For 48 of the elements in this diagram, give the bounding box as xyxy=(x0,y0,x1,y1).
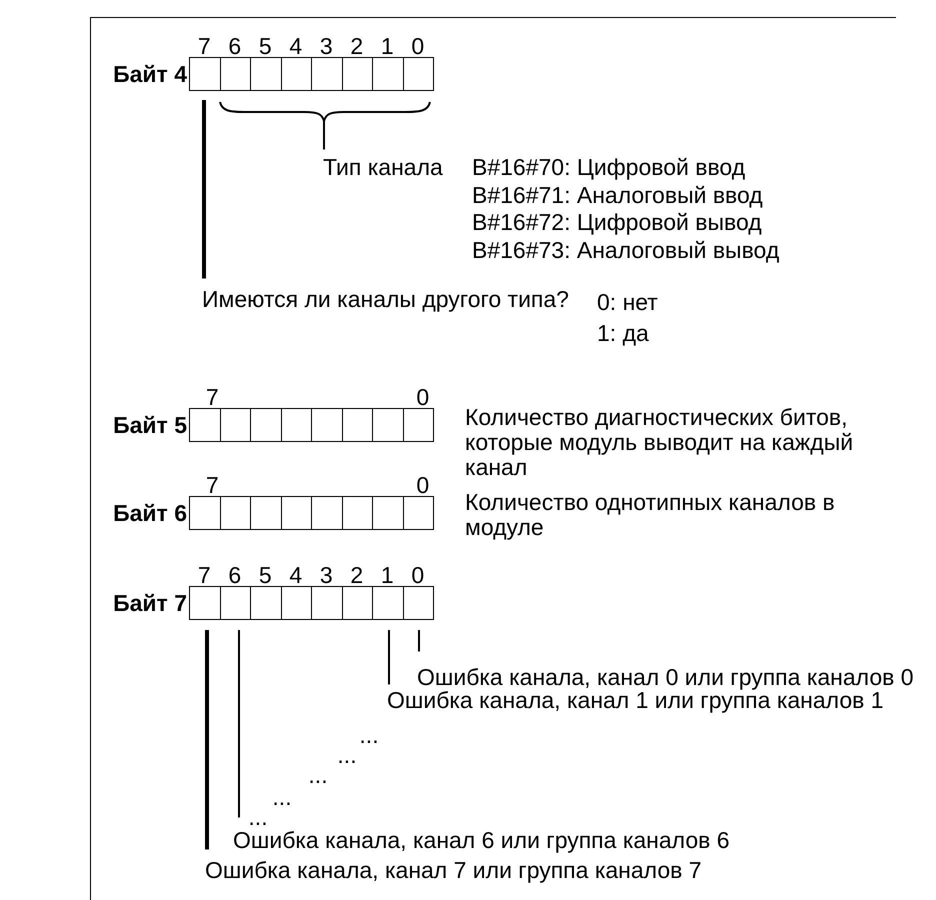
value-text: B#16#73: Аналоговый вывод xyxy=(472,238,780,262)
byte-label: Байт 4 xyxy=(113,62,187,86)
bit-number: 6 xyxy=(228,34,242,58)
value-text: B#16#72: Цифровой вывод xyxy=(472,210,762,234)
bit-number: 0 xyxy=(411,562,424,588)
leader-text: Тип канала xyxy=(323,154,443,180)
leader-text: Имеются ли каналы другого типа? xyxy=(202,286,569,312)
leader-line xyxy=(238,630,240,818)
ellipsis-text: ... xyxy=(308,762,328,788)
bit-number: 7 xyxy=(206,472,219,498)
ellipsis-text: ... xyxy=(359,722,379,748)
leader-text: Ошибка канала, канал 0 или группа каналов 0 xyxy=(417,664,914,690)
ellipsis-text: ... xyxy=(272,784,292,810)
value-text: B#16#71: Аналоговый ввод xyxy=(472,182,763,208)
bit-number: 2 xyxy=(350,562,364,588)
bit-number: 1 xyxy=(380,562,394,588)
leader-line xyxy=(205,630,209,850)
leader-text: Ошибка канала, канал 7 или группа каналов 7 xyxy=(205,858,702,882)
bit-number: 3 xyxy=(320,34,333,58)
bit-number: 7 xyxy=(198,562,211,588)
ellipsis-text: ... xyxy=(337,742,357,768)
bit-number: 5 xyxy=(258,34,272,58)
bit-number: 2 xyxy=(350,34,364,58)
ellipsis-text: ... xyxy=(248,804,268,830)
bit-number: 0 xyxy=(416,472,430,498)
value-text: B#16#70: Цифровой ввод xyxy=(472,154,746,180)
byte-label: Байт 7 xyxy=(113,590,187,616)
leader-text: Ошибка канала, канал 6 или группа каналов 6 xyxy=(233,828,730,852)
byte-label: Байт 5 xyxy=(113,412,187,438)
bit-number: 4 xyxy=(289,562,302,588)
bit-number: 1 xyxy=(380,34,394,58)
bit-number: 3 xyxy=(320,562,333,588)
bit-number: 0 xyxy=(416,384,430,410)
leader-line xyxy=(418,630,420,652)
brace-leader-line xyxy=(219,101,431,150)
description-text: Количество однотипных каналов в модуле xyxy=(465,490,836,540)
leader-line xyxy=(202,100,206,278)
bit-number: 5 xyxy=(258,562,272,588)
bit-number: 6 xyxy=(228,562,242,588)
bit-number: 4 xyxy=(289,34,302,58)
description-text: Количество диагностических битов, которые модуль выводит на каждый канал xyxy=(465,404,854,480)
byte-label: Байт 6 xyxy=(113,500,187,526)
bit-number: 0 xyxy=(411,34,424,58)
bit-number: 7 xyxy=(206,384,219,410)
leader-line xyxy=(388,630,390,684)
value-text: 0: нет xyxy=(597,290,658,314)
value-text: 1: да xyxy=(597,320,649,346)
bit-number: 7 xyxy=(198,34,211,58)
